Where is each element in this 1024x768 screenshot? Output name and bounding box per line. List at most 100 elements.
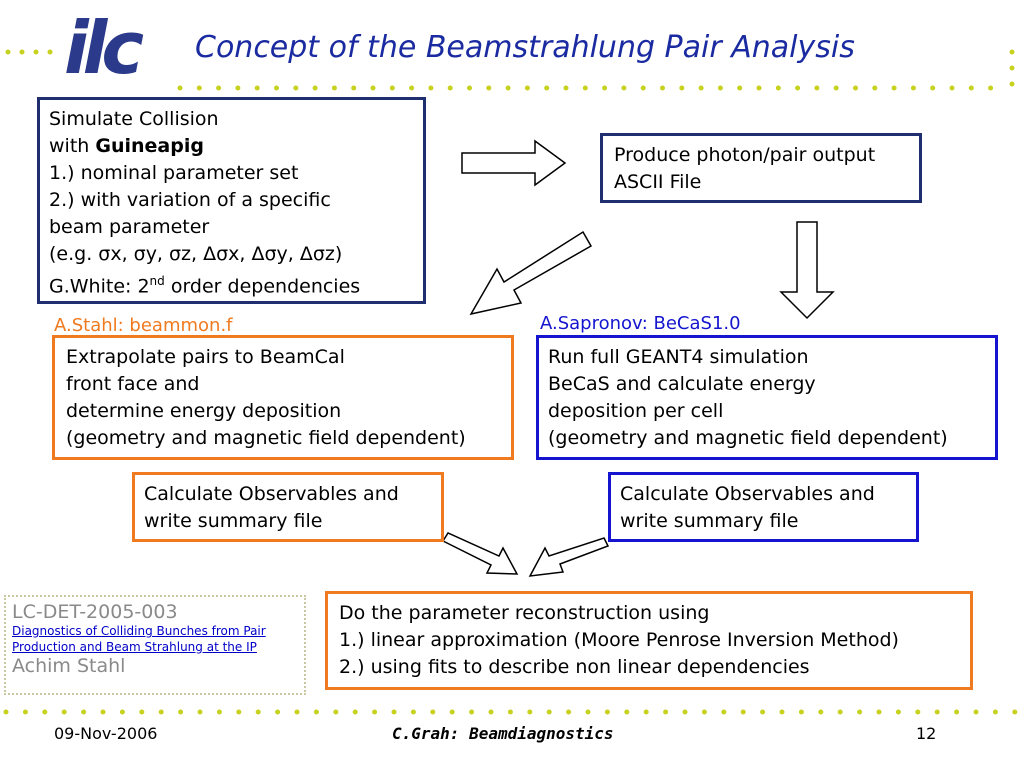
dot xyxy=(196,85,202,91)
reference-link[interactable]: Diagnostics of Colliding Bunches from Pa… xyxy=(12,623,298,655)
dot xyxy=(42,709,48,715)
dot xyxy=(604,709,610,715)
dot xyxy=(544,85,550,91)
dot xyxy=(546,709,552,715)
dot xyxy=(216,709,222,715)
extrapolate-line-2: front face and xyxy=(66,373,200,395)
dot xyxy=(254,85,260,91)
simulate-line-6: (e.g. σx, σy, σz, Δσx, Δσy, Δσz) xyxy=(49,243,343,265)
dot xyxy=(119,709,125,715)
dot xyxy=(857,709,863,715)
dot xyxy=(100,709,106,715)
reconstruction-line-3: 2.) using fits to describe non linear de… xyxy=(339,656,810,678)
dot xyxy=(449,709,455,715)
dot xyxy=(973,709,979,715)
dot xyxy=(721,709,727,715)
footer-date: 09-Nov-2006 xyxy=(54,724,158,743)
credit-sapronov: A.Sapronov: BeCaS1.0 xyxy=(540,313,741,334)
dot xyxy=(527,709,533,715)
simulate-collision-box: Simulate Collision with Guineapig 1.) no… xyxy=(37,97,426,304)
dot xyxy=(428,85,434,91)
dot xyxy=(660,85,665,91)
simulate-line-5: beam parameter xyxy=(49,216,210,238)
dot xyxy=(352,709,358,715)
dot xyxy=(679,85,685,91)
dot xyxy=(934,709,940,715)
dot xyxy=(178,709,184,715)
dot xyxy=(235,85,241,91)
dot xyxy=(447,85,453,91)
dot xyxy=(22,709,28,715)
arrow-down-icon xyxy=(779,221,835,320)
dot xyxy=(992,709,998,715)
dot xyxy=(294,709,300,715)
top-dot-divider xyxy=(5,49,1015,91)
reference-link-line-1[interactable]: Diagnostics of Colliding Bunches from Pa… xyxy=(12,624,266,638)
simulate-line-1: Simulate Collision xyxy=(49,108,219,130)
footer-page-number: 12 xyxy=(916,724,937,743)
dot xyxy=(818,709,824,715)
simulate-line-2: with Guineapig xyxy=(49,133,414,160)
geant-line-1: Run full GEANT4 simulation xyxy=(548,346,809,368)
reference-box: LC-DET-2005-003 Diagnostics of Colliding… xyxy=(4,595,306,695)
simulate-line-3: 1.) nominal parameter set xyxy=(49,162,299,184)
dot xyxy=(915,709,921,715)
dot xyxy=(61,709,67,715)
extrapolate-line-1: Extrapolate pairs to BeamCal xyxy=(66,346,345,368)
dot xyxy=(814,85,820,91)
dot xyxy=(833,85,839,91)
dot xyxy=(988,85,994,91)
reference-id: LC-DET-2005-003 xyxy=(12,601,178,623)
simulate-line-4: 2.) with variation of a specific xyxy=(49,189,331,211)
observables-right-line-2: write summary file xyxy=(620,510,799,532)
dot xyxy=(177,85,183,91)
simulate-line-7-prefix: G.White: 2 xyxy=(49,275,150,298)
ilc-logo: ilc xyxy=(64,6,144,90)
reference-author: Achim Stahl xyxy=(12,655,126,677)
geant-line-4: (geometry and magnetic field dependent) xyxy=(548,427,948,449)
dot xyxy=(197,709,203,715)
dot xyxy=(409,85,415,91)
dot xyxy=(775,85,781,91)
dot xyxy=(795,85,801,91)
slide-title: Concept of the Beamstrahlung Pair Analys… xyxy=(195,30,855,65)
extrapolate-line-3: determine energy deposition xyxy=(66,400,342,422)
dot xyxy=(486,85,492,91)
dot xyxy=(876,709,882,715)
dot xyxy=(737,85,743,91)
arrow-diagonal-icon xyxy=(469,230,593,316)
dot xyxy=(779,709,785,715)
dot xyxy=(312,85,318,91)
simulate-line-2-prefix: with xyxy=(49,135,96,157)
simulate-line-7-suffix: order dependencies xyxy=(164,275,361,298)
simulate-line-7: G.White: 2nd order dependencies xyxy=(49,268,414,300)
dot xyxy=(582,85,588,91)
dot xyxy=(293,85,299,91)
output-line-1: Produce photon/pair output xyxy=(614,144,876,166)
dot xyxy=(701,709,707,715)
observables-right-line-1: Calculate Observables and xyxy=(620,483,875,505)
dot xyxy=(954,709,960,715)
dot xyxy=(837,709,843,715)
geant-box: Run full GEANT4 simulation BeCaS and cal… xyxy=(536,335,998,460)
dot xyxy=(313,709,319,715)
dot xyxy=(139,709,145,715)
reference-link-line-2[interactable]: Production and Beam Strahlung at the IP xyxy=(12,640,257,654)
dot xyxy=(566,709,572,715)
dot xyxy=(236,709,242,715)
dot xyxy=(643,709,649,715)
dot xyxy=(255,709,261,715)
dot xyxy=(640,85,646,91)
dot xyxy=(624,709,630,715)
extrapolate-line-4: (geometry and magnetic field dependent) xyxy=(66,427,466,449)
reconstruction-line-1: Do the parameter reconstruction using xyxy=(339,602,710,624)
dot xyxy=(331,85,337,91)
dot xyxy=(968,85,974,91)
dot xyxy=(621,85,627,91)
dot xyxy=(507,709,513,715)
dot xyxy=(391,709,397,715)
dot xyxy=(410,709,416,715)
dot xyxy=(585,709,591,715)
arrow-converge-left-icon xyxy=(441,532,519,575)
dot xyxy=(216,85,222,91)
